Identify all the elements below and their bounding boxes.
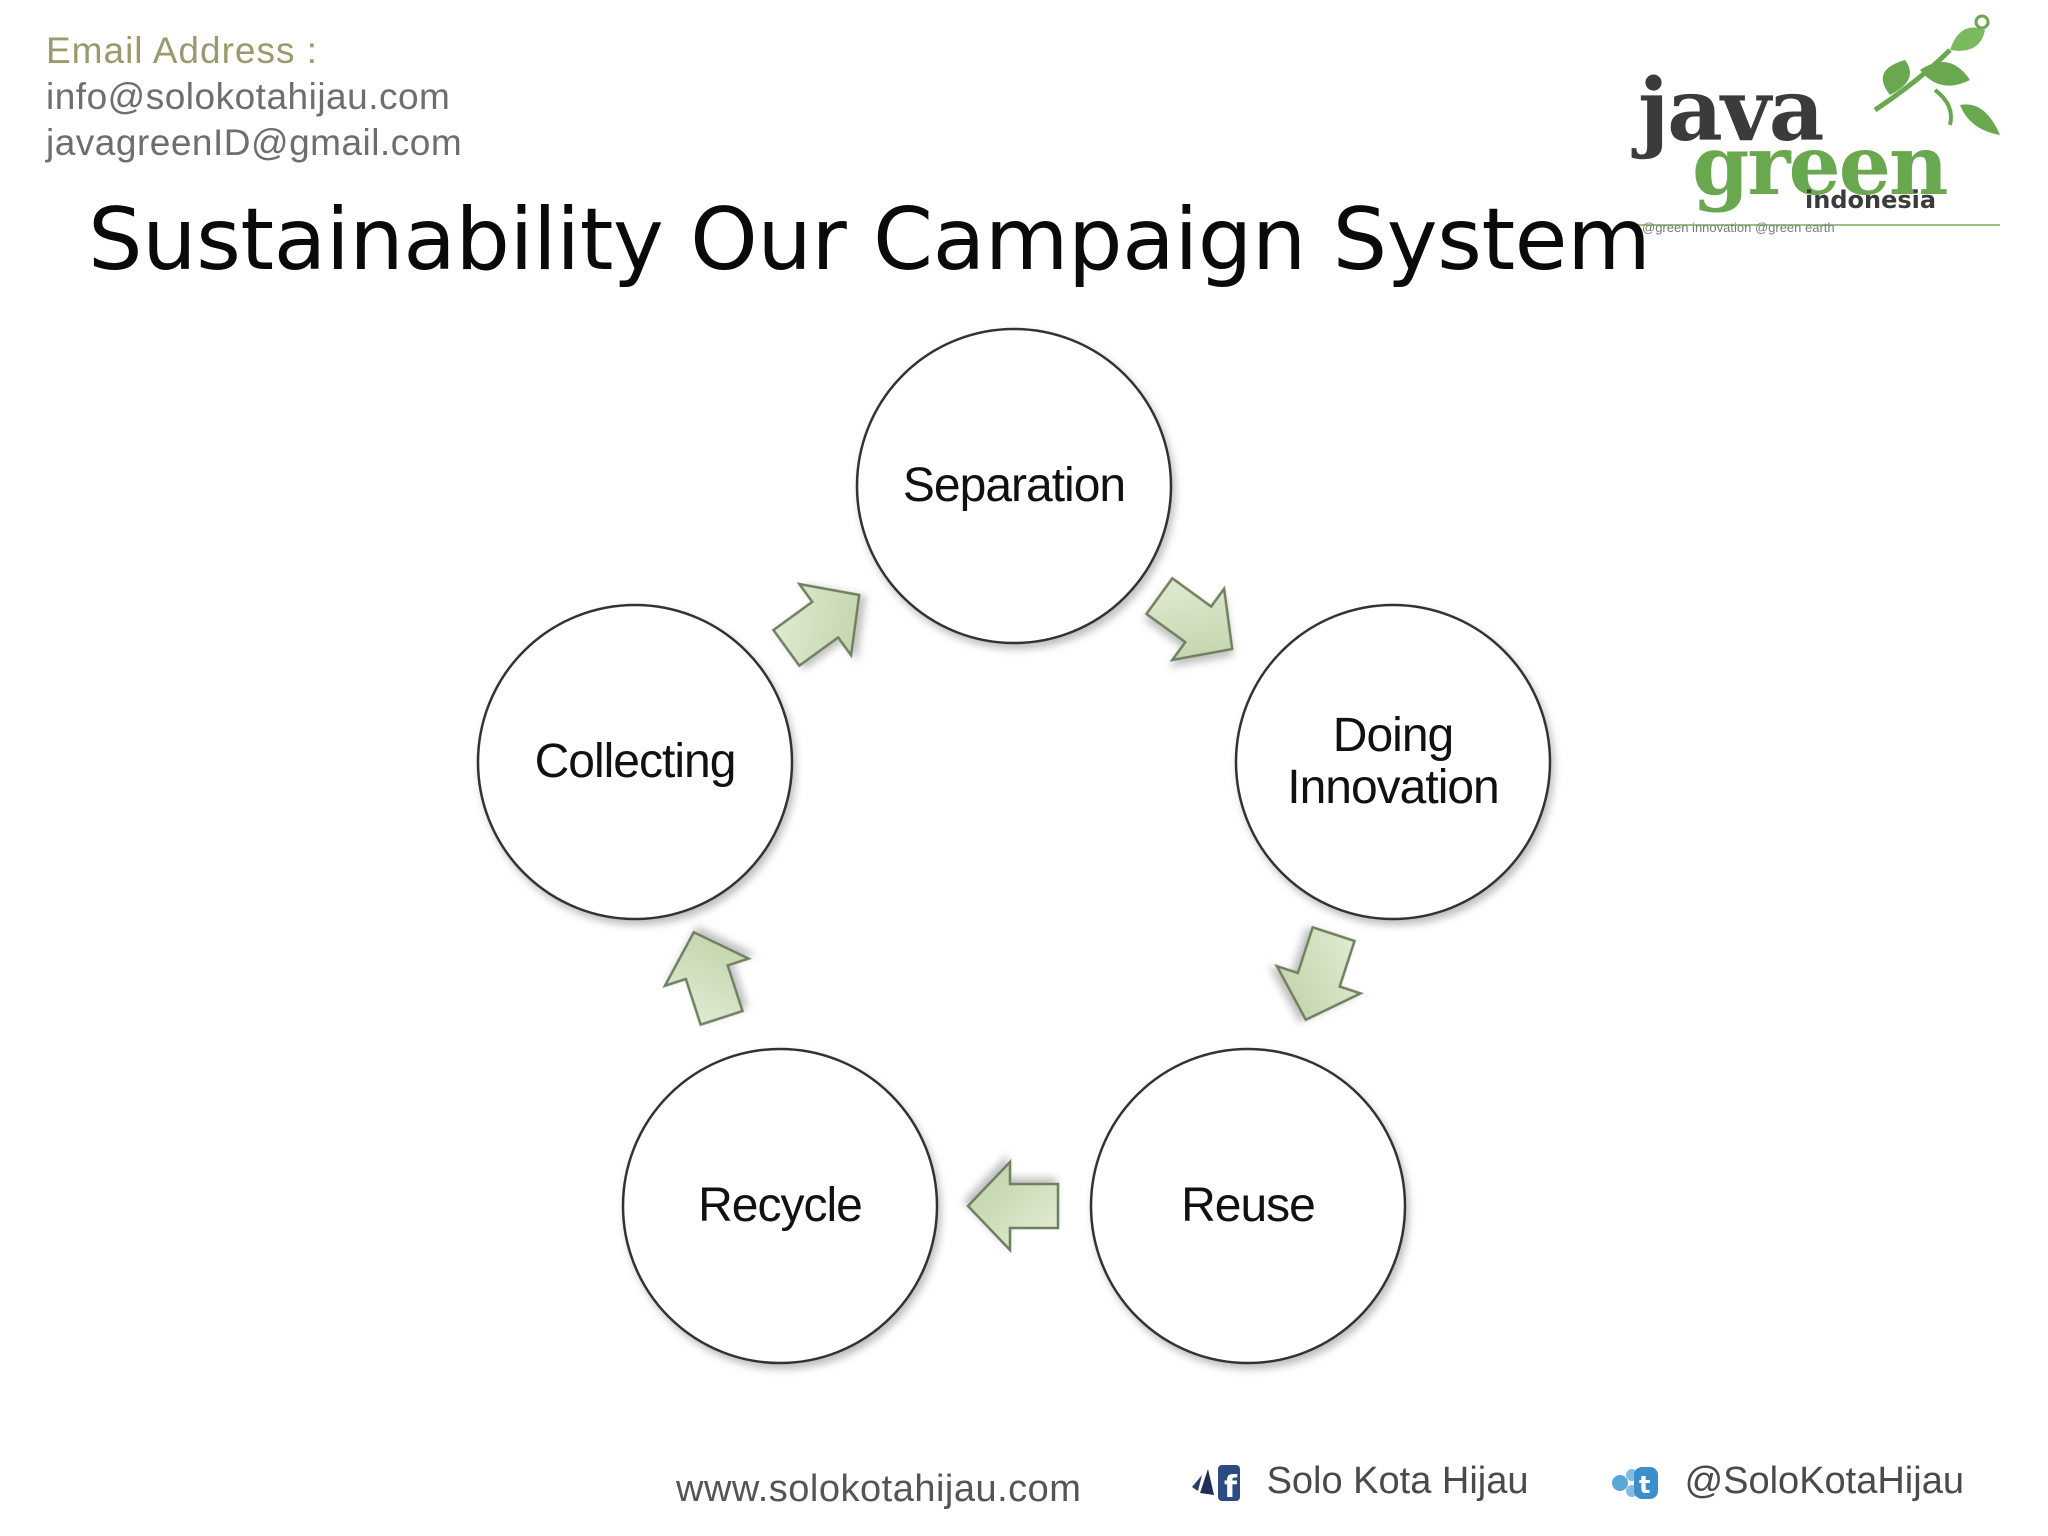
node-circle-reuse	[1089, 1047, 1407, 1365]
leaf-icon	[1628, 14, 2000, 226]
arrow-separation-to-innovation	[1144, 576, 1234, 662]
node-label-doing-innovation: Doing Innovation	[1287, 709, 1500, 814]
footer-facebook[interactable]: f Solo Kota Hijau	[1188, 1460, 1529, 1505]
twitter-icon: t	[1612, 1466, 1658, 1499]
contact-label: Email Address :	[46, 30, 319, 71]
arrow-collecting-to-separation	[771, 582, 861, 668]
logo-word-indonesia: indonesia	[1805, 186, 1937, 214]
svg-text:t: t	[1639, 1471, 1650, 1499]
node-label-separation: Separation	[902, 459, 1126, 512]
facebook-icon: f	[1192, 1464, 1240, 1505]
contact-email-secondary: javagreenID@gmail.com	[46, 122, 463, 163]
node-label-recycle: Recycle	[698, 1179, 863, 1232]
logo-word-green: green	[1692, 118, 1948, 214]
footer-twitter-label: @SoloKotaHijau	[1684, 1460, 1964, 1502]
node-circle-separation	[855, 327, 1173, 645]
node-circle-collecting	[476, 603, 794, 921]
java-green-logo: java green indonesia @green innovation @…	[1620, 10, 2010, 240]
arrow-innovation-to-reuse	[1274, 925, 1364, 1022]
contact-email-primary: info@solokotahijau.com	[46, 76, 451, 117]
slide-title: Sustainability Our Campaign System	[88, 190, 1651, 290]
node-label-collecting: Collecting	[534, 735, 737, 788]
arrow-recycle-to-collecting	[662, 930, 752, 1027]
logo-tagline: @green innovation @green earth	[1642, 220, 1835, 235]
svg-text:f: f	[1224, 1470, 1238, 1505]
contact-block: Email Address : info@solokotahijau.com j…	[46, 28, 462, 166]
footer-website[interactable]: www.solokotahijau.com	[676, 1468, 1082, 1510]
footer-facebook-label: Solo Kota Hijau	[1266, 1460, 1529, 1502]
logo-word-java: java	[1638, 60, 1825, 161]
arrow-reuse-to-recycle	[966, 1158, 1060, 1254]
node-circle-doing-innovation	[1234, 603, 1552, 921]
node-circle-recycle	[621, 1047, 939, 1365]
node-label-reuse: Reuse	[1181, 1179, 1316, 1232]
footer-twitter[interactable]: t @SoloKotaHijau	[1606, 1460, 1964, 1505]
